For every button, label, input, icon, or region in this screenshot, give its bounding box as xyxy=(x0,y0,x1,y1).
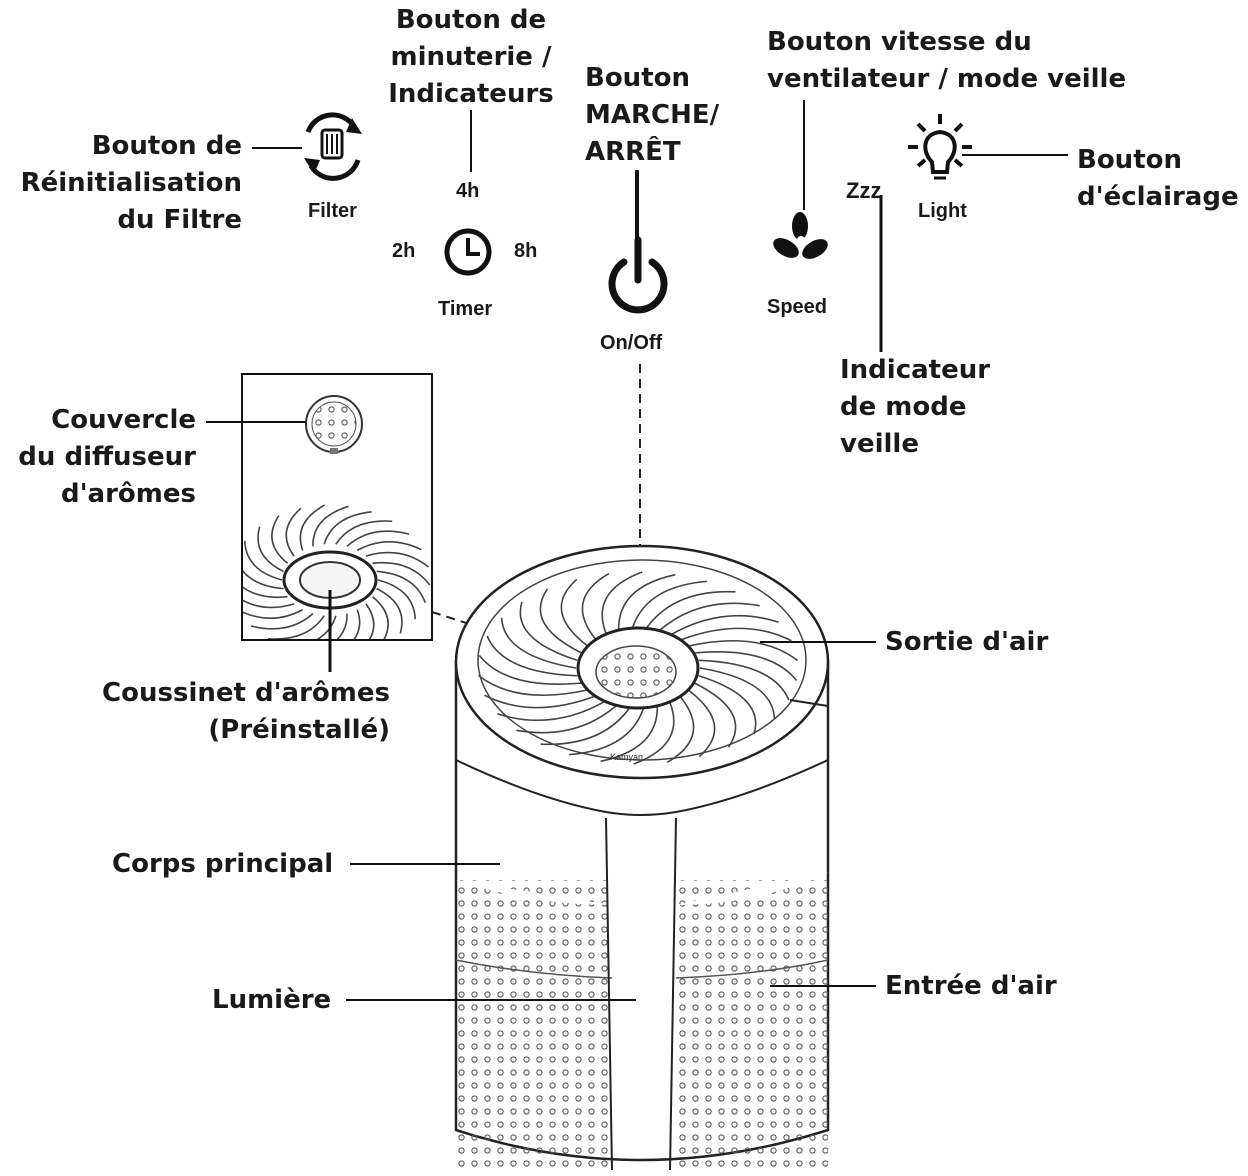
fan-blade xyxy=(376,587,403,634)
fan-blade xyxy=(656,602,760,634)
light-strip-label: Lumière xyxy=(212,985,332,1015)
inset-fan-blades xyxy=(243,504,431,639)
fan-blade xyxy=(243,586,288,599)
fan-blade xyxy=(694,651,798,682)
fan-blade xyxy=(243,540,283,581)
diffuser-inset xyxy=(241,373,433,641)
fan-speed-label: Bouton vitesse du ventilateur / mode vei… xyxy=(767,27,1127,94)
fan-blade xyxy=(316,615,337,639)
fan-blade xyxy=(668,614,779,637)
timer-2h-indicator: 2h xyxy=(392,240,416,262)
diffuser-cover-label: Couvercle du diffuseur d'arômes xyxy=(18,405,196,509)
air-outlet-label: Sortie d'air xyxy=(885,627,1049,657)
fan-blade xyxy=(376,570,427,604)
fan-blade xyxy=(353,609,361,639)
on-off-caption: On/Off xyxy=(600,332,663,354)
fan-blade xyxy=(600,703,658,763)
fan-blade xyxy=(484,694,597,709)
light-bulb-icon[interactable] xyxy=(908,114,972,180)
fan-blade xyxy=(618,573,676,633)
sleep-indicator-label: Indicateur de mode veille xyxy=(840,355,991,459)
aroma-pad-label: Coussinet d'arômes (Préinstallé) xyxy=(102,678,390,745)
fan-blade xyxy=(478,674,589,697)
light-caption: Light xyxy=(918,200,967,222)
fan-blade xyxy=(694,682,737,748)
fan-blade xyxy=(699,667,776,719)
fan-blade xyxy=(372,561,431,586)
main-fan-blades xyxy=(478,571,798,765)
power-icon[interactable] xyxy=(608,236,668,314)
timer-4h-indicator: 4h xyxy=(456,180,480,202)
fan-blade xyxy=(323,511,372,545)
fan-blade xyxy=(243,599,295,609)
fan-blade xyxy=(285,507,302,557)
fan-blade xyxy=(371,596,389,639)
fan-blade xyxy=(267,615,325,639)
sleep-zzz-indicator: Zzz xyxy=(846,178,882,203)
fan-blade xyxy=(336,613,348,639)
fan-blade xyxy=(377,579,417,620)
fan-blade xyxy=(365,603,375,639)
main-body-label: Corps principal xyxy=(112,849,334,879)
fan-blade xyxy=(581,572,610,641)
timer-clock-icon[interactable] xyxy=(444,228,492,276)
brand-mark: Kamyan xyxy=(610,752,644,762)
filter-caption: Filter xyxy=(308,200,357,222)
fan-blade xyxy=(500,617,577,669)
fan-blade xyxy=(698,674,757,735)
fan-blade xyxy=(560,578,589,647)
power-button-label: Bouton MARCHE/ ARRÊT xyxy=(585,63,720,167)
fan-blade xyxy=(486,635,578,677)
fan-blade xyxy=(539,588,582,654)
fan-blade xyxy=(643,590,736,632)
fan-blade xyxy=(516,702,620,734)
fan-blade xyxy=(569,704,646,756)
timer-8h-indicator: 8h xyxy=(514,240,538,262)
purifier-body xyxy=(454,544,830,1171)
fan-blade xyxy=(540,704,633,746)
fan-blade xyxy=(666,695,695,764)
fan-blade xyxy=(346,530,410,547)
filter-reset-icon[interactable] xyxy=(304,112,362,181)
speed-caption: Speed xyxy=(767,296,828,318)
fan-speed-icon[interactable] xyxy=(770,212,831,263)
fan-blade xyxy=(497,699,608,722)
fan-blade xyxy=(687,689,716,758)
fan-blade xyxy=(299,504,325,551)
fan-blade xyxy=(698,659,790,701)
air-inlet-label: Entrée d'air xyxy=(885,971,1057,1001)
fan-blade xyxy=(312,505,349,547)
fan-blade xyxy=(478,654,582,685)
fan-blade xyxy=(687,639,798,662)
fan-blade xyxy=(365,551,429,568)
timer-caption: Timer xyxy=(438,298,493,320)
fan-blade xyxy=(271,515,289,564)
timer-button-label: Bouton de minuterie / Indicateurs xyxy=(388,5,554,109)
fan-blade xyxy=(243,608,304,619)
light-button-label: Bouton d'éclairage xyxy=(1077,145,1239,212)
fan-blade xyxy=(633,699,675,765)
fan-blade xyxy=(243,570,284,590)
filter-reset-label: Bouton de Réinitialisation du Filtre xyxy=(20,131,242,235)
fan-blade xyxy=(601,571,643,637)
diffuser-cover-part xyxy=(305,395,363,454)
fan-blade xyxy=(356,541,422,552)
fan-blade xyxy=(335,520,393,545)
fan-blade xyxy=(250,613,314,630)
fan-blade xyxy=(630,580,707,632)
fan-blade xyxy=(679,627,792,642)
fan-blade xyxy=(257,526,284,573)
fan-blade xyxy=(519,601,578,662)
